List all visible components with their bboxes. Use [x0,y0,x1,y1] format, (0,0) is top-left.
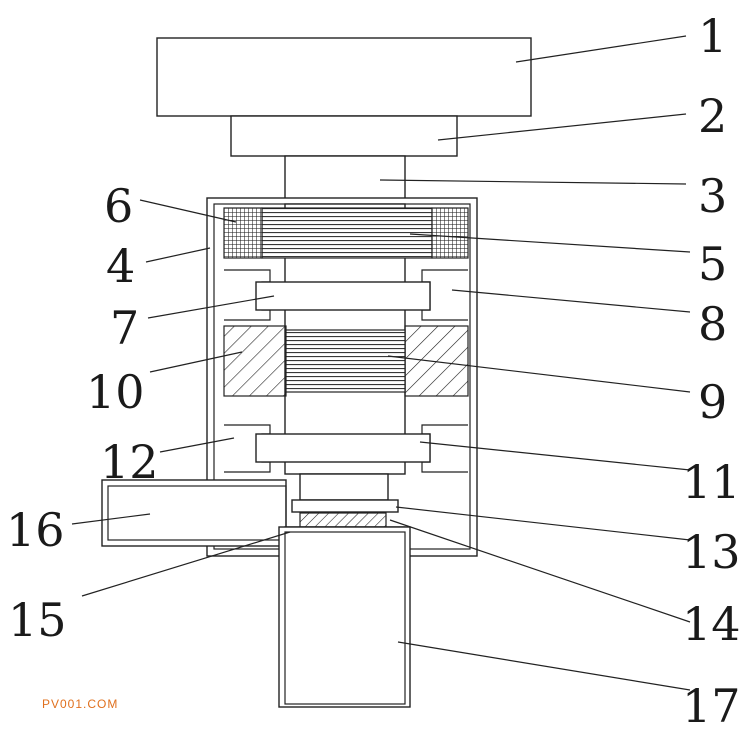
part-11-lower-plate [255,433,431,463]
part-6-grid-block-right [431,207,469,259]
bottom-body-inner [284,531,406,705]
leader-13 [395,506,691,541]
label-10: 10 [86,365,145,419]
side-arm-inner [107,485,287,541]
leader-3 [379,179,687,185]
label-17: 17 [682,679,741,730]
label-4: 4 [106,239,135,293]
leader-5 [409,233,691,253]
leader-17 [397,641,691,691]
label-15: 15 [8,593,67,647]
label-16: 16 [6,503,65,557]
label-11: 11 [682,455,741,509]
part-2-mount-block [230,115,458,157]
label-14: 14 [682,597,741,651]
leader-2 [437,113,687,141]
part-10-hatched-left [223,325,287,397]
label-1: 1 [698,9,727,63]
leader-15 [81,531,291,597]
label-2: 2 [698,89,727,143]
part-14-hatched-strip [299,512,387,528]
part-6-grid-block-left [223,207,263,259]
leader-16 [71,513,151,525]
part-1-top-block [156,37,532,117]
leader-9 [387,355,691,393]
label-3: 3 [698,169,727,223]
label-12: 12 [100,435,159,489]
part-17-bottom-body [278,526,411,708]
leader-8 [451,289,691,313]
leader-12 [159,437,235,453]
label-13: 13 [682,525,741,579]
label-8: 8 [698,297,727,351]
leader-7 [147,295,275,319]
watermark: PV001.COM [42,697,118,711]
label-6: 6 [104,179,133,233]
part-13-thin-plate [291,499,399,513]
leader-4 [145,247,211,263]
part-7-upper-plate [255,281,431,311]
part-5-coil [261,207,433,259]
leader-10 [149,351,243,373]
leader-11 [419,441,691,471]
leader-6 [139,199,237,223]
part-16-side-arm [101,479,287,547]
part-9-lined-core [285,329,406,393]
label-5: 5 [698,237,727,291]
leader-14 [389,519,691,623]
label-7: 7 [110,301,139,355]
part-10-hatched-right [404,325,469,397]
leader-1 [515,35,687,63]
label-9: 9 [698,375,727,429]
lower-neck [299,473,389,501]
